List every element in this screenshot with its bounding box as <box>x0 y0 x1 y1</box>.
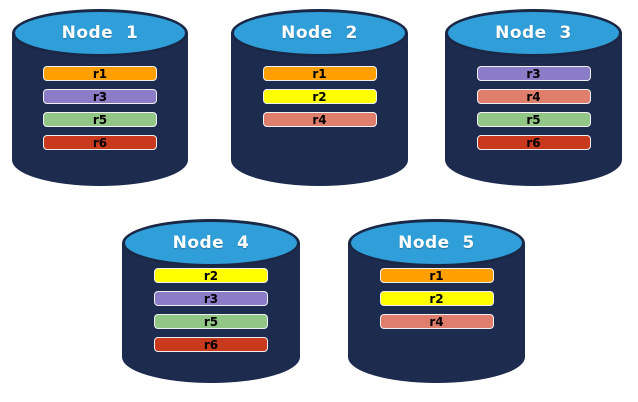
replica-bar: r5 <box>43 112 157 127</box>
replica-bar: r2 <box>262 89 377 104</box>
cylinder-top: Node 1 <box>12 9 188 57</box>
replica-bar: r6 <box>43 135 157 150</box>
node-title: Node 4 <box>172 233 250 253</box>
node-2-cylinder: Node 2 r1 r2 r4 <box>231 9 408 186</box>
replica-bar: r4 <box>476 89 591 104</box>
node-title: Node 5 <box>398 233 475 253</box>
cylinder-body <box>231 33 408 186</box>
node-title: Node 2 <box>281 23 358 43</box>
node-5-cylinder: Node 5 r1 r2 r4 <box>348 219 525 383</box>
replica-list: r1 r3 r5 r6 <box>12 66 188 150</box>
replica-bar: r2 <box>379 291 494 306</box>
replica-list: r1 r2 r4 <box>348 268 525 329</box>
node-title: Node 1 <box>61 23 139 43</box>
replica-bar: r2 <box>154 268 268 283</box>
replica-bar: r1 <box>262 66 377 81</box>
replica-bar: r1 <box>379 268 494 283</box>
node-4-cylinder: Node 4 r2 r3 r5 r6 <box>122 219 300 383</box>
replica-bar: r1 <box>43 66 157 81</box>
replica-bar: r3 <box>43 89 157 104</box>
replica-bar: r4 <box>262 112 377 127</box>
replica-bar: r5 <box>476 112 591 127</box>
cylinder-top: Node 5 <box>348 219 525 267</box>
cylinder-top: Node 2 <box>231 9 408 57</box>
replica-bar: r6 <box>154 337 268 352</box>
replica-bar: r4 <box>379 314 494 329</box>
cylinder-top: Node 3 <box>445 9 622 57</box>
cylinder-body <box>445 33 622 186</box>
node-title: Node 3 <box>495 23 572 43</box>
replica-bar: r6 <box>476 135 591 150</box>
replica-bar: r3 <box>476 66 591 81</box>
cylinder-top: Node 4 <box>122 219 300 267</box>
replica-bar: r3 <box>154 291 268 306</box>
node-1-cylinder: Node 1 r1 r3 r5 r6 <box>12 9 188 186</box>
replica-list: r2 r3 r5 r6 <box>122 268 300 352</box>
node-3-cylinder: Node 3 r3 r4 r5 r6 <box>445 9 622 186</box>
replica-list: r1 r2 r4 <box>231 66 408 127</box>
replica-list: r3 r4 r5 r6 <box>445 66 622 150</box>
replica-bar: r5 <box>154 314 268 329</box>
cylinder-body <box>12 33 188 186</box>
